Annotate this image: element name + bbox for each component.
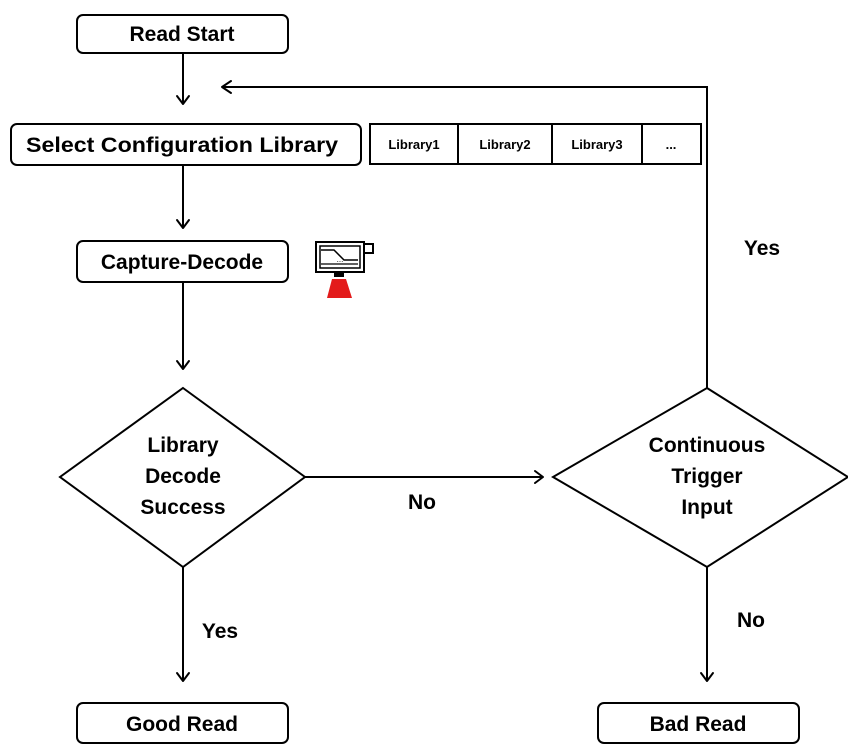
arrowhead-good-read [176, 672, 190, 682]
select-library-node: Select Configuration Library [10, 123, 362, 166]
decision-label-line: Trigger [671, 465, 742, 488]
read-start-label: Read Start [129, 23, 234, 46]
edge-label-no: No [408, 491, 436, 514]
arrowhead-capture [176, 219, 190, 229]
decision-label-line: Decode [145, 465, 221, 488]
library-list: Library1 Library2 Library3 ... [369, 123, 702, 165]
edge-label-yes: Yes [202, 620, 238, 643]
decision-label-line: Input [681, 496, 732, 519]
bad-read-node: Bad Read [597, 702, 800, 744]
edge-label-yes: Yes [744, 237, 780, 260]
scanner-beam [327, 279, 352, 298]
select-library-label: Select Configuration Library [26, 134, 338, 157]
good-read-label: Good Read [126, 713, 238, 736]
library-list-item: Library2 [479, 137, 530, 152]
svg-text:...: ... [337, 255, 344, 264]
decision-label-line: Library [147, 434, 219, 457]
arrowhead-bad-read [700, 672, 714, 682]
edge-label-no: No [737, 609, 765, 632]
capture-decode-node: Capture-Decode [76, 240, 289, 283]
capture-decode-label: Capture-Decode [101, 251, 263, 274]
library-decode-success-decision: Library Decode Success [58, 386, 307, 569]
good-read-node: Good Read [76, 702, 289, 744]
arrowhead-decision [176, 360, 190, 370]
arrowhead-loop [221, 80, 232, 94]
arrowhead-select [176, 95, 190, 105]
decision-label-line: Success [140, 496, 225, 519]
library-list-item: ... [666, 137, 677, 152]
edge-trigger-yes-loop [222, 86, 708, 388]
continuous-trigger-input-decision: Continuous Trigger Input [551, 386, 848, 569]
barcode-scanner-icon: ... [315, 241, 374, 298]
read-start-node: Read Start [76, 14, 289, 54]
arrowhead-trigger [534, 470, 544, 484]
library-list-item: Library3 [571, 137, 622, 152]
library-list-item: Library1 [388, 137, 439, 152]
decision-label-line: Continuous [649, 434, 766, 457]
bad-read-label: Bad Read [650, 713, 747, 736]
